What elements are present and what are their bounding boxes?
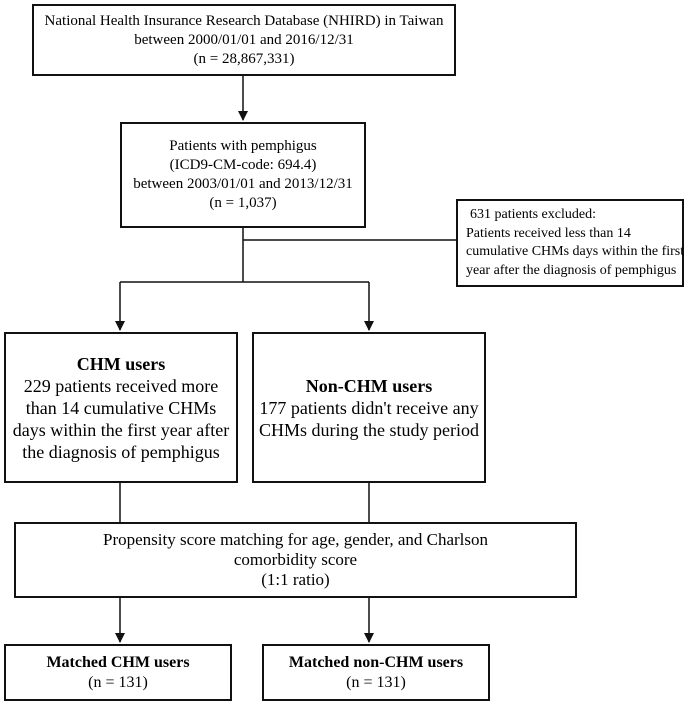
pemphigus-box: Patients with pemphigus (ICD9-CM-code: 6… xyxy=(120,122,366,228)
chm-users-title: CHM users xyxy=(76,353,166,374)
chm-users-line-3: days within the first year after xyxy=(12,419,230,440)
pemphigus-line-4: (n = 1,037) xyxy=(209,195,277,211)
matched-non-chm-box: Matched non-CHM users (n = 131) xyxy=(262,644,490,701)
matching-line-1: Propensity score matching for age, gende… xyxy=(102,530,488,549)
database-line-1: National Health Insurance Research Datab… xyxy=(44,12,444,29)
non-chm-users-title: Non-CHM users xyxy=(305,375,433,396)
excluded-line-4: year after the diagnosis of pemphigus xyxy=(466,262,677,278)
matched-non-chm-title: Matched non-CHM users xyxy=(288,653,464,671)
pemphigus-line-1: Patients with pemphigus xyxy=(169,138,317,154)
chm-users-box: CHM users 229 patients received more tha… xyxy=(4,332,238,483)
chm-users-line-2: than 14 cumulative CHMs xyxy=(25,397,217,418)
matched-chm-count: (n = 131) xyxy=(88,673,148,691)
chm-users-line-4: the diagnosis of pemphigus xyxy=(22,441,220,462)
non-chm-users-box: Non-CHM users 177 patients didn't receiv… xyxy=(252,332,486,483)
pemphigus-line-3: between 2003/01/01 and 2013/12/31 xyxy=(133,176,353,192)
matching-line-2: comorbidity score xyxy=(233,550,358,569)
non-chm-users-line-2: CHMs during the study period xyxy=(259,419,479,440)
chm-users-line-1: 229 patients received more xyxy=(23,375,219,396)
matched-chm-box: Matched CHM users (n = 131) xyxy=(4,644,232,701)
matched-chm-title: Matched CHM users xyxy=(46,653,190,671)
excluded-line-1: 631 patients excluded: xyxy=(470,207,596,222)
matching-line-3: (1:1 ratio) xyxy=(261,570,330,589)
excluded-line-2: Patients received less than 14 xyxy=(466,225,631,241)
database-box: National Health Insurance Research Datab… xyxy=(32,4,456,76)
excluded-box: 631 patients excluded: Patients received… xyxy=(456,199,684,287)
matching-box: Propensity score matching for age, gende… xyxy=(14,522,577,598)
matched-non-chm-count: (n = 131) xyxy=(346,673,406,691)
database-line-2: between 2000/01/01 and 2016/12/31 xyxy=(134,31,354,48)
database-line-3: (n = 28,867,331) xyxy=(193,50,295,67)
excluded-line-3: cumulative CHMs days within the first xyxy=(466,244,685,259)
pemphigus-line-2: (ICD9-CM-code: 694.4) xyxy=(169,157,317,173)
non-chm-users-line-1: 177 patients didn't receive any xyxy=(259,397,479,418)
